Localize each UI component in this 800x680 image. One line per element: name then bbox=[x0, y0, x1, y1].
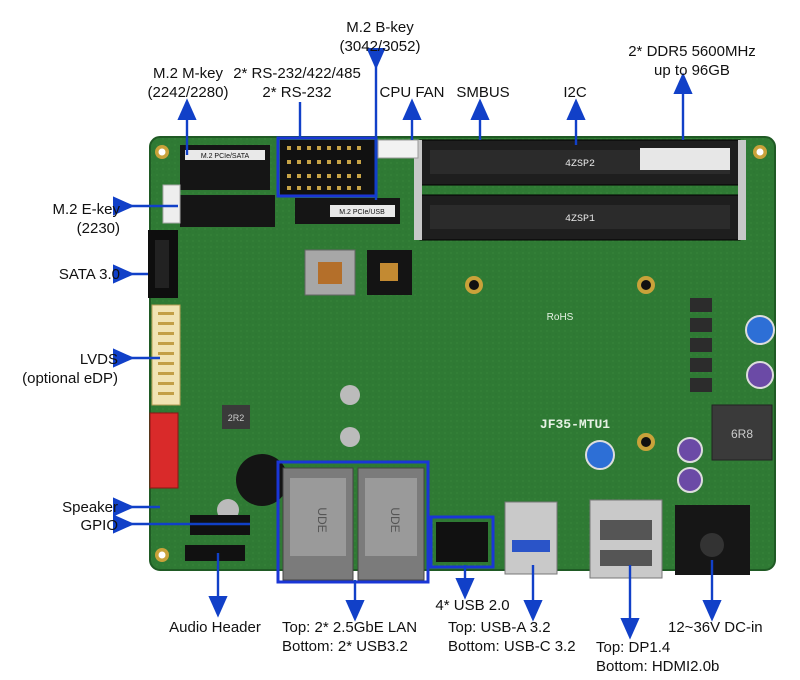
ekey-white-conn bbox=[162, 184, 181, 224]
speaker-label: Speaker bbox=[62, 499, 118, 516]
ddr5-slots: 4ZSP2 4ZSP1 bbox=[414, 139, 746, 241]
gpio-label: GPIO bbox=[80, 517, 118, 534]
lvds-label: LVDS (optional eDP) bbox=[22, 351, 118, 387]
power-coils bbox=[690, 298, 712, 392]
m2-mkey-label: M.2 M-key (2242/2280) bbox=[147, 65, 229, 101]
buzzer bbox=[236, 454, 288, 506]
lan-highlight-box bbox=[276, 460, 430, 584]
inductor-2r2-label: 2R2 bbox=[228, 413, 245, 423]
usb20-header bbox=[436, 522, 488, 562]
ddr5-label: 2* DDR5 5600MHz up to 96GB bbox=[628, 43, 756, 79]
i2c-label: I2C bbox=[563, 84, 587, 101]
m2-ekey-slot bbox=[180, 195, 275, 227]
rs232-label: 2* RS-232/422/485 2* RS-232 bbox=[233, 65, 361, 101]
lan-label: Top: 2* 2.5GbE LAN Bottom: 2* USB3.2 bbox=[282, 619, 418, 655]
usb20-label: 4* USB 2.0 bbox=[435, 597, 510, 614]
lan-jacks: UDE UDE bbox=[282, 467, 425, 581]
inductor-2r2 bbox=[222, 405, 250, 429]
lan-badge-2: UDE bbox=[388, 507, 402, 532]
rohs-silk: RoHS bbox=[547, 312, 574, 323]
slot-bottom-silk: 4ZSP1 bbox=[565, 214, 595, 225]
mkey-silk: M.2 PCIe/SATA bbox=[201, 153, 250, 160]
dc-in-label: 12~36V DC-in bbox=[668, 619, 763, 636]
audio-header bbox=[185, 545, 245, 561]
callout-arrows bbox=[113, 48, 722, 640]
red-connector bbox=[149, 412, 179, 489]
sata-label: SATA 3.0 bbox=[58, 266, 120, 283]
model-silk: JF35-MTU1 bbox=[540, 417, 610, 432]
mounting-holes bbox=[155, 145, 767, 562]
inductor-6r8 bbox=[711, 404, 773, 461]
m2-mkey-slot: M.2 PCIe/SATA bbox=[180, 145, 270, 190]
smbus-label: SMBUS bbox=[456, 84, 510, 101]
m2-bkey-slot: M.2 PCIe/USB bbox=[295, 198, 400, 224]
cpu-fan-label: CPU FAN bbox=[379, 84, 445, 101]
cpu-fan-connector bbox=[377, 139, 419, 159]
inductor-6r8-label: 6R8 bbox=[731, 427, 753, 441]
m2-bkey-label: M.2 B-key (3042/3052) bbox=[339, 19, 421, 55]
dp-label: Top: DP1.4 Bottom: HDMI2.0b bbox=[596, 639, 720, 675]
lan-badge-1: UDE bbox=[315, 507, 329, 532]
m2-ekey-label: M.2 E-key (2230) bbox=[52, 201, 120, 237]
usb20-highlight-box bbox=[429, 515, 495, 569]
audio-header-label: Audio Header bbox=[169, 619, 261, 636]
usb-a-port bbox=[504, 501, 558, 575]
rs232-headers bbox=[280, 140, 375, 195]
usb-a-label: Top: USB-A 3.2 Bottom: USB-C 3.2 bbox=[448, 619, 576, 655]
bkey-silk: M.2 PCIe/USB bbox=[339, 209, 385, 216]
slot-top-silk: 4ZSP2 bbox=[565, 159, 595, 170]
